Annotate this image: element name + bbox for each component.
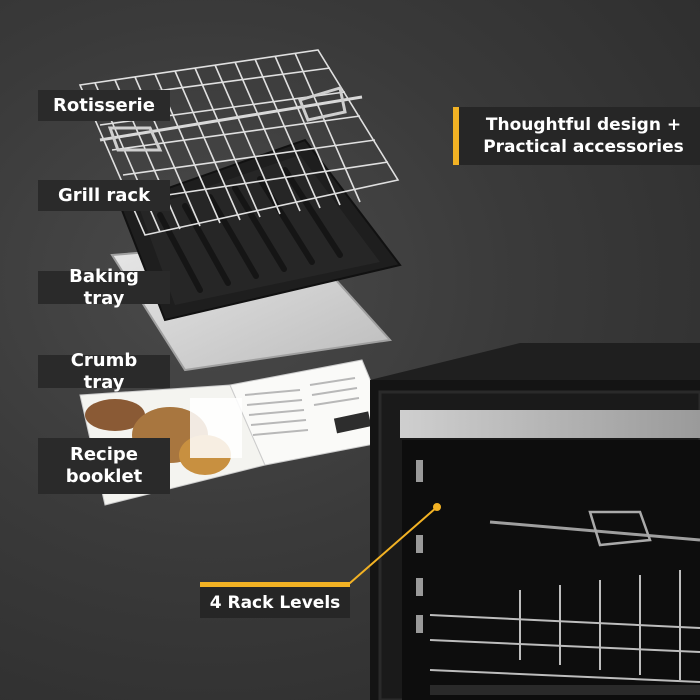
recipe-booklet-label-line1: Recipe bbox=[69, 444, 138, 465]
rack-levels-text: 4 Rack Levels bbox=[209, 592, 341, 613]
crumb-tray-label-text: Crumb tray bbox=[70, 349, 138, 393]
design-callout-line1: Thoughtful design + bbox=[485, 115, 682, 135]
design-callout: Thoughtful design + Practical accessorie… bbox=[453, 107, 700, 165]
oven-image bbox=[370, 343, 700, 700]
design-callout-line2: Practical accessories bbox=[483, 137, 684, 157]
baking-tray-label: Baking tray bbox=[38, 266, 170, 309]
rotisserie-label: Rotisserie bbox=[38, 90, 170, 121]
recipe-booklet-label: Recipe booklet bbox=[38, 438, 170, 494]
baking-tray-label-text: Baking tray bbox=[69, 265, 139, 309]
grill-rack-label-text: Grill rack bbox=[57, 184, 151, 206]
recipe-booklet-label-line2: booklet bbox=[65, 466, 143, 487]
baking-tray-image bbox=[118, 138, 402, 322]
rotisserie-label-text: Rotisserie bbox=[53, 94, 155, 116]
rack-levels-callout: 4 Rack Levels bbox=[200, 583, 350, 618]
crumb-tray-label: Crumb tray bbox=[38, 350, 170, 393]
grill-rack-label: Grill rack bbox=[38, 180, 170, 211]
rotisserie-image bbox=[99, 86, 363, 152]
